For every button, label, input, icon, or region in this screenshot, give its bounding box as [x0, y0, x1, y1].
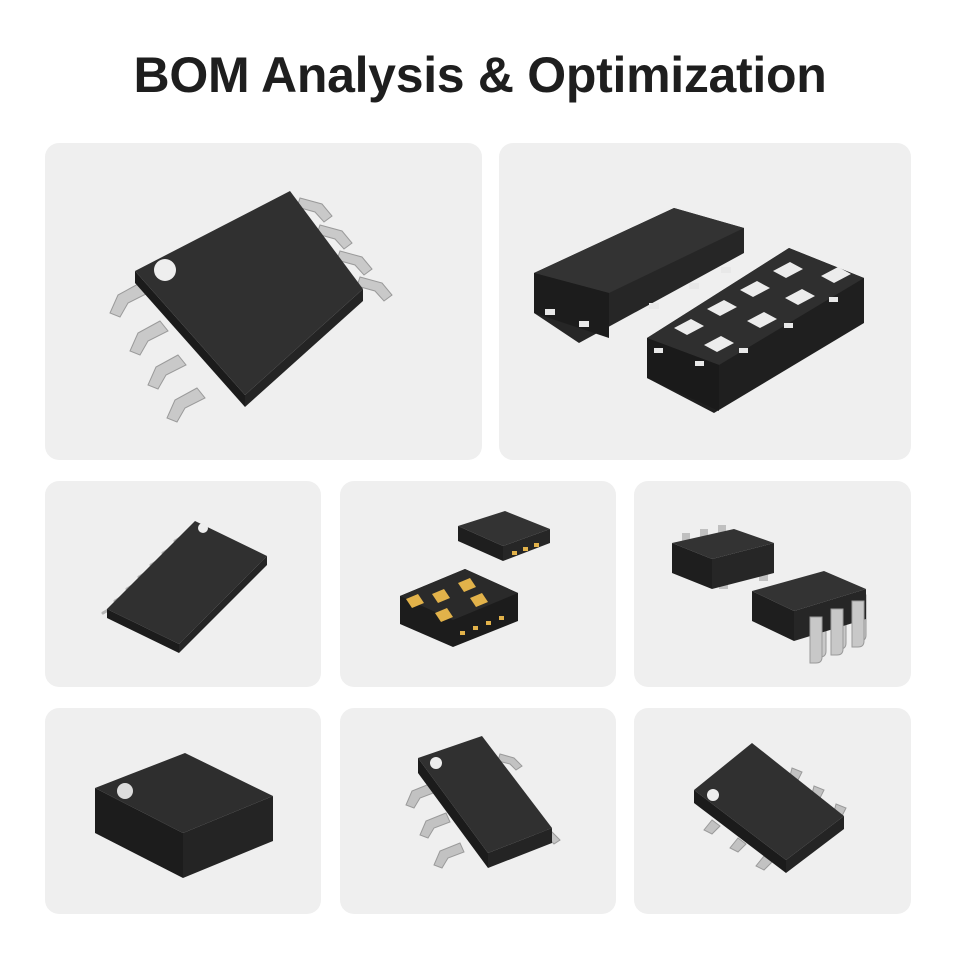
tile-sot-23-6[interactable] [634, 708, 911, 914]
sot-23-5-chip-icon [405, 736, 561, 869]
tile-sot-23-5[interactable] [340, 708, 616, 914]
dual-flat-no-lead-chips-icon [534, 208, 864, 413]
tile-sot-23-pair[interactable] [634, 481, 911, 687]
gold-pad-qfn-chips-icon [400, 511, 550, 647]
sot-23-6-chip-icon [694, 743, 847, 873]
page-title: BOM Analysis & Optimization [133, 47, 827, 103]
tile-soic-14[interactable] [45, 481, 321, 687]
tile-soic-8[interactable] [45, 143, 482, 460]
tile-qfn-pair[interactable] [340, 481, 616, 687]
tile-dfn-pair[interactable] [499, 143, 911, 460]
soic-8-chip-icon [109, 191, 393, 423]
tile-dfn-block[interactable] [45, 708, 321, 914]
soic-14-chip-icon [101, 521, 267, 653]
sot-23-chips-icon [672, 525, 867, 664]
dfn-block-chip-icon [95, 753, 273, 878]
